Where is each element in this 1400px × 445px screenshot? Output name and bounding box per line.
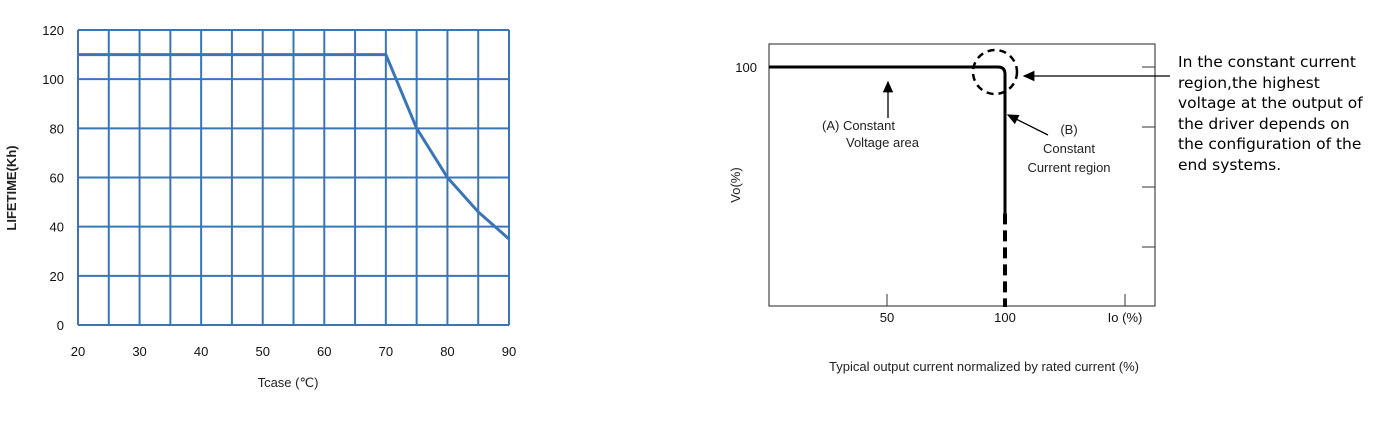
annotation-b-line1: (B) — [1060, 122, 1077, 137]
constant-current-note: In the constant current region,the highe… — [1178, 52, 1398, 175]
lifetime-tick-labels: 20 30 40 50 60 70 80 90 0 20 40 60 80 100 120 — [42, 23, 516, 359]
note-line: the configuration of the — [1178, 135, 1362, 153]
arrow-b — [1006, 114, 1049, 136]
y-tick-label: 40 — [50, 220, 64, 235]
plot-frame — [768, 43, 1156, 307]
note-line: the driver depends on — [1178, 114, 1350, 133]
y-tick-label: 120 — [42, 23, 64, 38]
y-tick-label: 80 — [50, 121, 64, 136]
annotation-b-line3: Current region — [1027, 160, 1110, 175]
note-line: In the constant current — [1178, 53, 1356, 71]
io-axis-unit-label: Io (%) — [1108, 310, 1143, 325]
y-tick-label: 0 — [57, 318, 64, 333]
x-tick-label: 50 — [880, 310, 894, 325]
x-tick-label: 20 — [71, 344, 85, 359]
x-tick-label: 80 — [440, 344, 454, 359]
x-tick-label: 90 — [502, 344, 516, 359]
note-line: end systems. — [1178, 155, 1282, 174]
annotation-a-line2: Voltage area — [846, 135, 920, 150]
x-tick-label: 50 — [255, 344, 269, 359]
x-tick-marks — [886, 294, 1126, 306]
output-characteristic-chart: 50 100 100 (A) Constant Voltage area (B) C… — [728, 43, 1170, 374]
vo-y-axis-label: Vo(%) — [728, 167, 743, 202]
corner-highlight-circle — [971, 48, 1019, 96]
lifetime-chart: 20 30 40 50 60 70 80 90 0 20 40 60 80 100 120 Tcase (℃… — [4, 23, 516, 390]
lifetime-y-axis-label: LIFETIME(Kh) — [4, 145, 19, 230]
x-tick-label: 40 — [194, 344, 208, 359]
x-tick-label: 100 — [994, 310, 1016, 325]
x-tick-label: 70 — [379, 344, 393, 359]
constant-voltage-current-line — [769, 65, 1007, 214]
y-tick-label: 100 — [735, 60, 757, 75]
lifetime-series-line — [78, 53, 510, 241]
lifetime-x-axis-label: Tcase (℃) — [258, 375, 319, 390]
vo-tick-labels: 50 100 100 — [735, 60, 1016, 325]
vo-x-axis-label: Typical output current normalized by rat… — [829, 359, 1139, 374]
annotation-a-line1: (A) Constant — [822, 118, 895, 133]
y-tick-label: 100 — [42, 72, 64, 87]
note-line: region,the highest — [1178, 73, 1320, 92]
y-tick-label: 20 — [50, 269, 64, 284]
y-tick-marks — [1142, 66, 1155, 248]
x-tick-label: 60 — [317, 344, 331, 359]
note-line: voltage at the output of — [1178, 94, 1363, 112]
y-tick-label: 60 — [50, 171, 64, 186]
x-tick-label: 30 — [132, 344, 146, 359]
annotation-b-line2: Constant — [1043, 141, 1095, 156]
